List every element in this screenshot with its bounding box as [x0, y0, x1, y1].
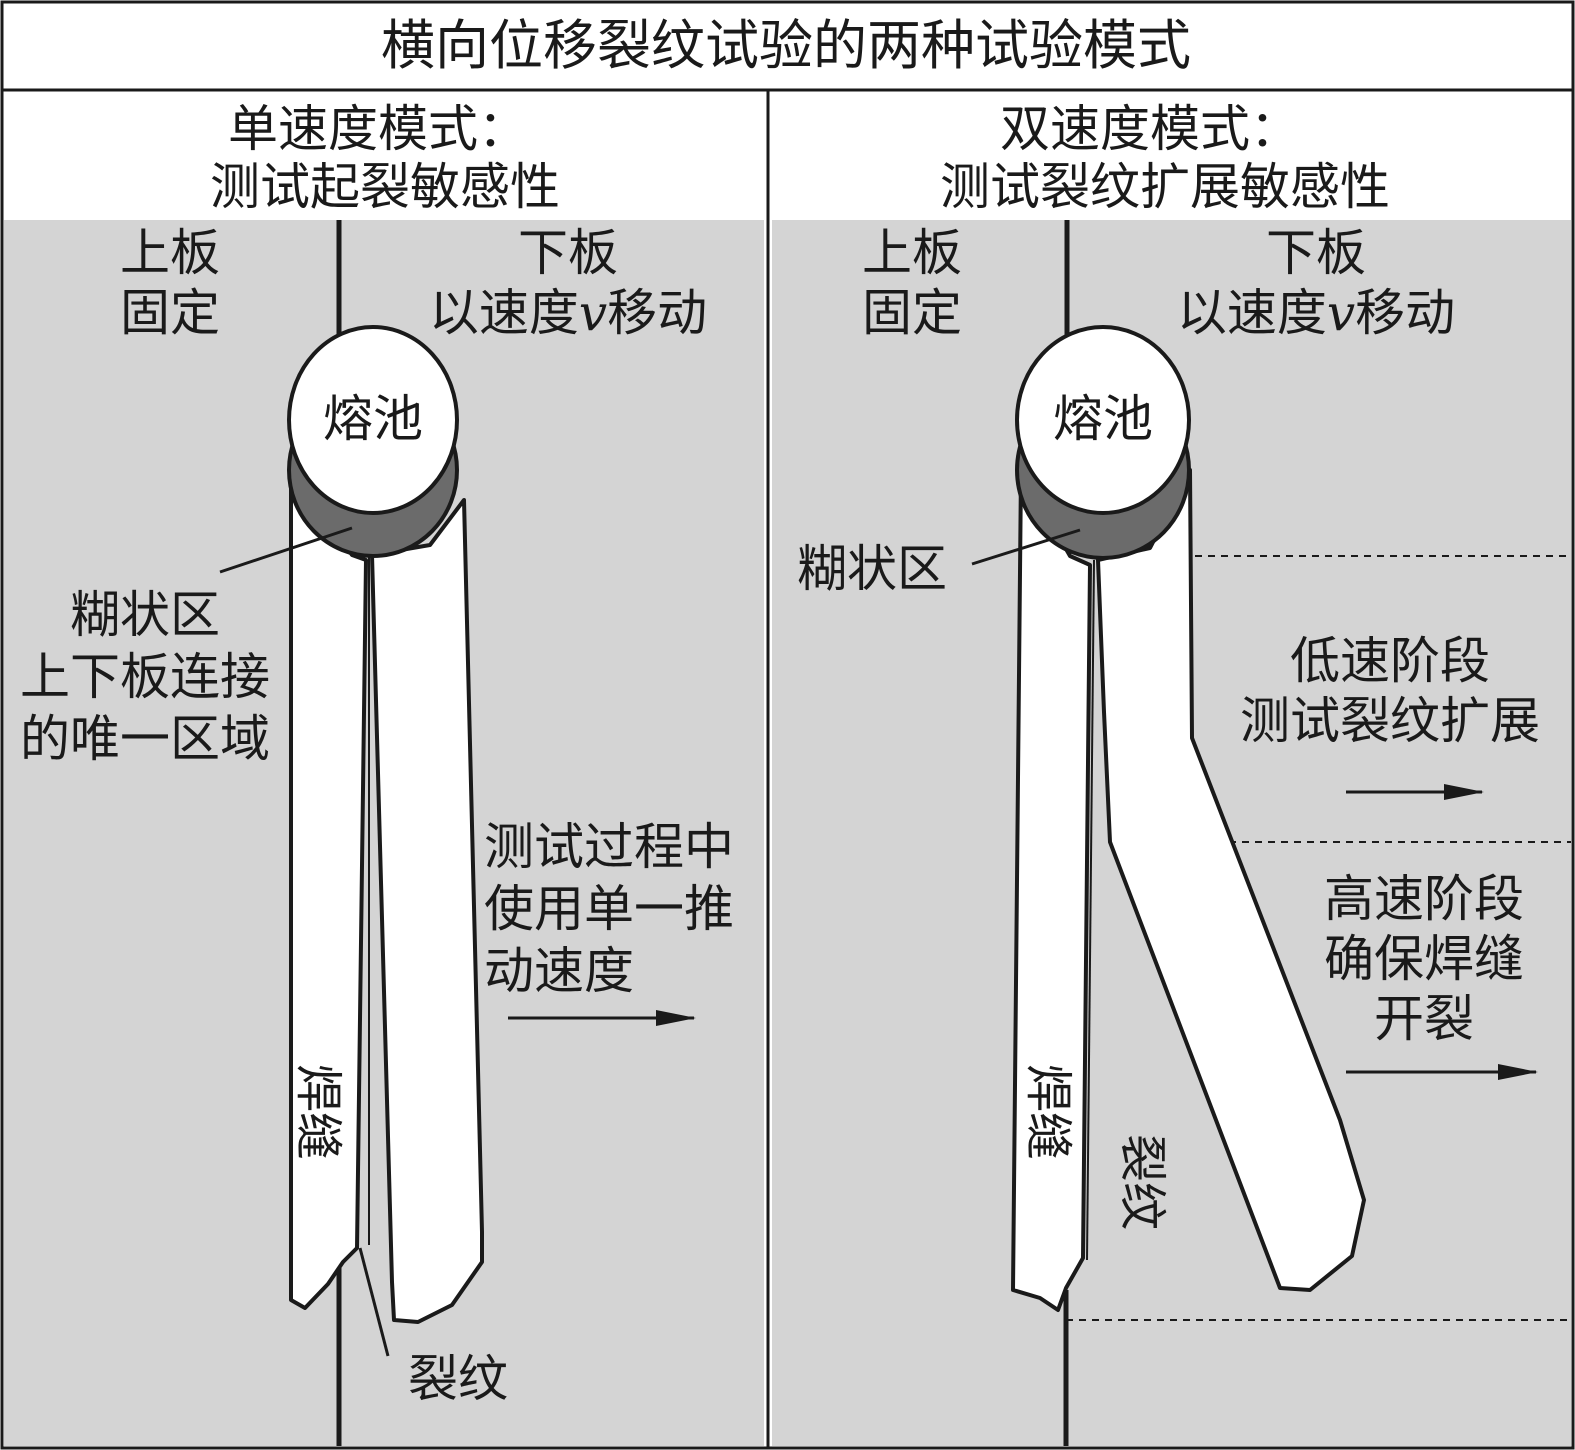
right-weld-label: 焊缝: [1020, 1064, 1076, 1160]
left-panel: 单速度模式： 测试起裂敏感性 上板 固定 下板 以速度v移动 熔池 糊状区 上下…: [4, 100, 764, 1446]
left-upper-plate-label-line2: 固定: [120, 284, 220, 342]
right-lower-plate-label-line2: 以速度v移动: [1177, 284, 1455, 342]
right-heading-line2: 测试裂纹扩展敏感性: [940, 158, 1390, 216]
left-heading-line1: 单速度模式：: [228, 100, 528, 158]
left-note-line3: 动速度: [484, 942, 634, 1000]
right-weld-upper-strip: [1011, 468, 1092, 1312]
right-upper-plate-label-line2: 固定: [862, 284, 962, 342]
left-lower-plate-label-line1: 下板: [518, 224, 618, 282]
right-lower-plate-label-pre: 以速度: [1177, 284, 1327, 342]
left-mushy-leader-line: [219, 526, 353, 574]
right-mushy-label: 糊状区: [797, 540, 947, 598]
right-low-speed-label-line2: 测试裂纹扩展: [1240, 692, 1540, 750]
left-lower-plate-label-post: 移动: [607, 284, 707, 342]
right-weld-pool: [1015, 325, 1191, 515]
right-panel: 双速度模式： 测试裂纹扩展敏感性 上板 固定 下板 以速度v移动 熔池 糊状区 …: [772, 100, 1571, 1446]
right-heading-line1: 双速度模式：: [1000, 100, 1300, 158]
left-upper-plate-label-line1: 上板: [120, 224, 220, 282]
left-heading-line2: 测试起裂敏感性: [210, 158, 560, 216]
right-velocity-symbol: v: [1327, 284, 1355, 342]
right-high-speed-label-line1: 高速阶段: [1324, 870, 1524, 928]
left-weld-label: 焊缝: [290, 1064, 346, 1160]
left-weld-lower-strip: [370, 498, 484, 1324]
left-note-line2: 使用单一推: [484, 880, 734, 938]
right-crack-gap-line: [1086, 559, 1095, 1261]
right-crack-label: 裂纹: [1114, 1134, 1170, 1230]
right-upper-plate-label-line1: 上板: [862, 224, 962, 282]
right-mushy-leader-line: [971, 528, 1081, 566]
figure-title: 横向位移裂纹试验的两种试验模式: [381, 14, 1191, 77]
left-weld-upper-strip: [289, 468, 368, 1310]
left-lower-plate-label-pre: 以速度: [429, 284, 579, 342]
right-high-speed-label-line3: 开裂: [1374, 990, 1474, 1048]
left-crack-label: 裂纹: [408, 1350, 508, 1408]
left-crack-leader-line: [358, 1247, 390, 1357]
left-mushy-label-line2: 上下板连接: [20, 648, 270, 706]
left-weld-pool: [287, 325, 459, 515]
left-weld-pool-label: 熔池: [323, 390, 423, 448]
left-note-line1: 测试过程中: [484, 818, 734, 876]
right-high-speed-label-line2: 确保焊缝: [1324, 930, 1524, 988]
left-mushy-label-line1: 糊状区: [70, 586, 220, 644]
left-mushy-label-line3: 的唯一区域: [20, 710, 270, 768]
right-low-speed-label-line1: 低速阶段: [1290, 632, 1490, 690]
right-lower-plate-label-line1: 下板: [1266, 224, 1366, 282]
left-lower-plate-label-line2: 以速度v移动: [429, 284, 707, 342]
left-velocity-symbol: v: [579, 284, 607, 342]
right-lower-plate-label-post: 移动: [1355, 284, 1455, 342]
right-weld-pool-label: 熔池: [1053, 390, 1153, 448]
